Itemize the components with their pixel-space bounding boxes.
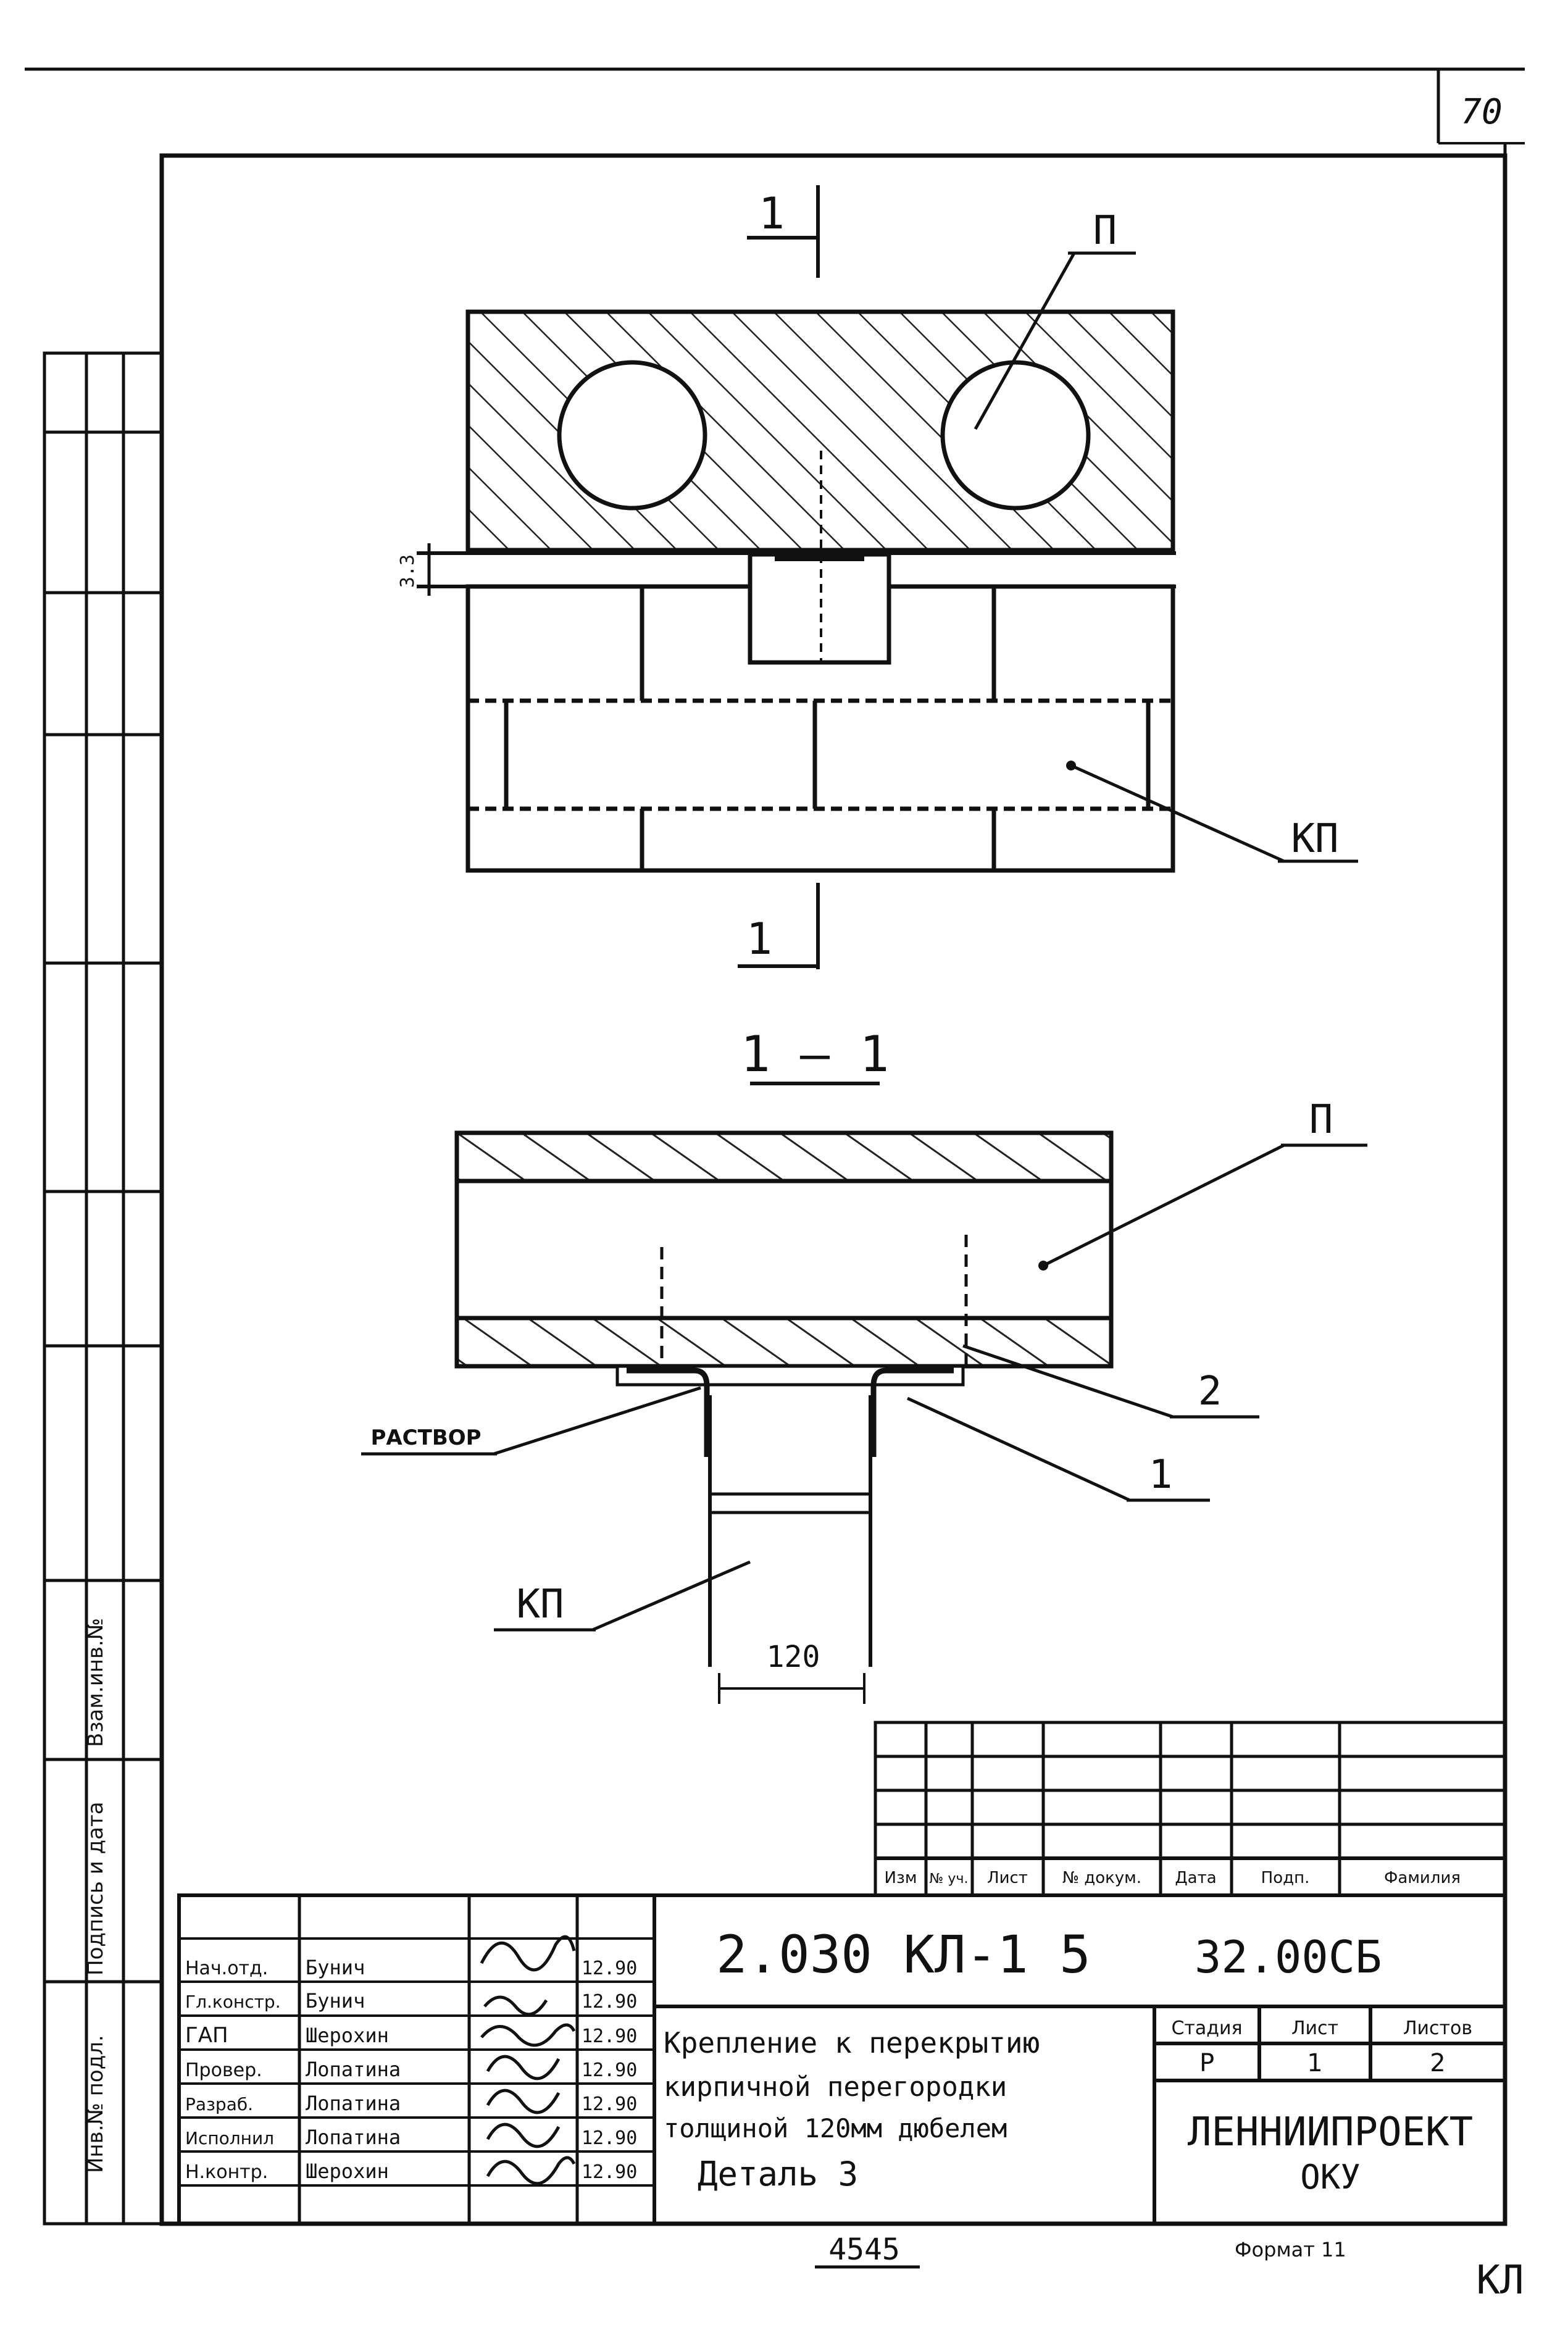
title-line-4: Деталь 3 [698,2155,858,2193]
sheet-value: 1 [1307,2049,1322,2077]
handwritten-signatures [480,1935,576,2185]
plan-slab-label: П [1093,208,1117,254]
sig-role-7: Н.контр. [185,2161,268,2183]
slab-bottom-flange [454,1316,1114,1369]
copy-number: 4545 [828,2232,900,2267]
sig-role-6: Исполнил [185,2128,274,2148]
sig-role-2: Гл.констр. [185,1992,281,2012]
revision-table [874,1721,1507,1897]
plan-gap-dim: 3.3 [397,554,419,588]
section-slab-label: П [1309,1097,1333,1143]
slab-void-right [940,360,1091,511]
sig-date-4: 12.90 [582,2060,637,2081]
sheets-header: Листов [1403,2018,1472,2039]
section-mark-bottom: 1 [746,914,772,964]
sig-date-7: 12.90 [582,2161,637,2183]
plan-partition-label: КП [1291,816,1338,862]
title-block [177,1893,1507,2226]
signature-rows: Нач.отд. Бунич 12.90 Гл.констр. Бунич 12… [185,1956,637,2183]
sheet-header: Лист [1291,2018,1338,2039]
sig-name-3: Шерохин [306,2024,389,2047]
drawing-code-suffix: 32.00СБ [1195,1931,1382,1983]
dowel-plate-plan [748,552,891,665]
slab-void-left [557,360,707,511]
title-line-1: Крепление к перекрытию [664,2026,1040,2060]
section-partition-label: КП [516,1582,564,1627]
rev-col-date: Дата [1175,1869,1216,1887]
sheet-number: 70 [1461,92,1502,132]
stage-value: Р [1199,2049,1214,2077]
section-view: 1 — 1 120 П 2 1 РАСТВОР [361,1025,1367,1704]
dowel-bracket-right [870,1367,954,1457]
stage-header: Стадия [1171,2018,1242,2039]
side-stamp [43,351,164,2226]
sig-date-3: 12.90 [582,2026,637,2047]
section-mark-top: 1 [759,188,785,239]
rev-col-name: Фамилия [1384,1869,1461,1887]
rev-col-section: № уч. [930,1871,969,1887]
sig-date-6: 12.90 [582,2127,637,2149]
slab-core [454,1179,1114,1321]
title-line-2: кирпичной перегородки [664,2071,1007,2103]
sig-name-1: Бунич [306,1956,365,1979]
drawing-code: 2.030 КЛ-1 5 [716,1924,1091,1985]
inv-label: Инв.№ подл. [83,2035,108,2173]
sig-name-5: Лопатина [306,2092,401,2115]
organization-name: ЛЕННИИПРОЕКТ [1188,2110,1473,2155]
format-label: Формат 11 [1235,2238,1346,2261]
sig-name-2: Бунич [306,1989,365,2013]
sig-name-6: Лопатина [306,2126,401,2149]
callout-1: 1 [1149,1452,1173,1498]
sheets-value: 2 [1430,2049,1445,2077]
sig-name-7: Шерохин [306,2160,389,2183]
sign-date-label: Подпись и дата [83,1801,108,1976]
mortar-label: РАСТВОР [370,1425,481,1450]
organization-dept: ОКУ [1300,2158,1361,2197]
sig-role-5: Разраб. [185,2094,253,2114]
sig-date-1: 12.90 [582,1958,637,1979]
replace-inv-label: Взам.инв.№ [83,1618,108,1747]
corner-mark: КЛ [1476,2258,1524,2303]
section-title: 1 — 1 [741,1025,890,1083]
sig-name-4: Лопатина [306,2058,401,2081]
dowel-bracket-left [627,1367,710,1457]
sig-date-2: 12.90 [582,1991,637,2013]
sig-date-5: 12.90 [582,2093,637,2115]
sig-role-3: ГАП [185,2023,228,2048]
slab-top-flange [454,1130,1114,1183]
sig-role-4: Провер. [185,2060,262,2081]
sig-role-1: Нач.отд. [185,1958,268,1979]
rev-col-doc: № докум. [1062,1869,1141,1887]
plan-view: 3.3 1 1 П КП [397,185,1358,969]
callout-2: 2 [1198,1369,1222,1414]
partition-width-dim: 120 [767,1640,820,1674]
rev-col-sign: Подп. [1261,1869,1310,1887]
rev-col-sheet: Лист [987,1869,1028,1887]
title-line-3: толщиной 120мм дюбелем [664,2113,1007,2143]
rev-col-change: Изм [885,1869,917,1887]
brick-partition [465,584,1175,873]
